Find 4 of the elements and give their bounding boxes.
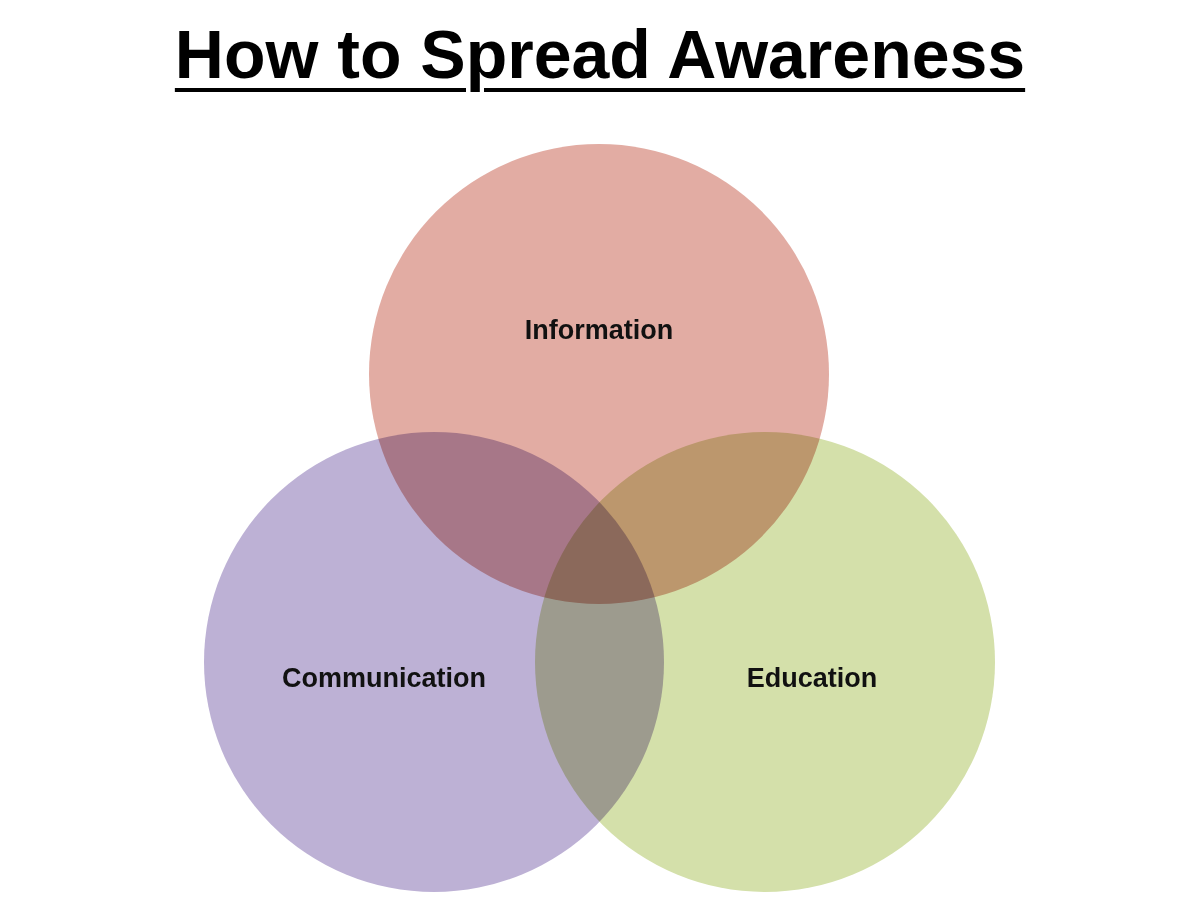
circle-label: Information (524, 314, 674, 346)
title: How to Spread Awareness (174, 16, 1026, 92)
circle-label: Communication (282, 662, 486, 694)
circle-label: Education (746, 662, 878, 694)
